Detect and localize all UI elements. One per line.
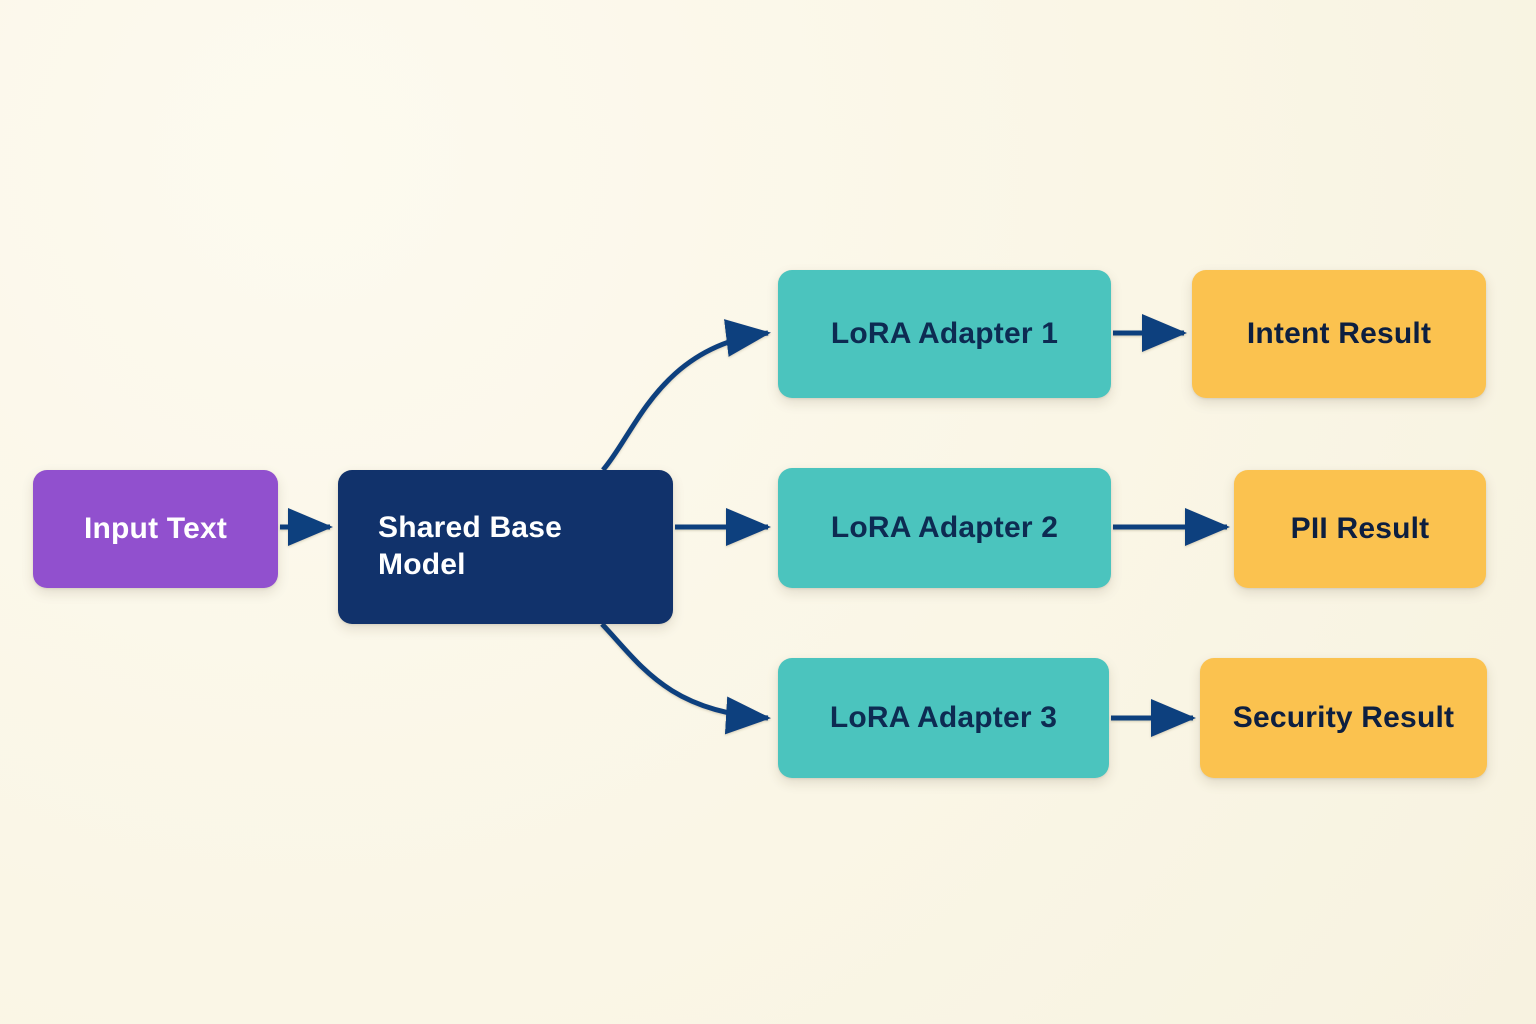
node-lora-adapter-1-label: LoRA Adapter 1	[830, 316, 1059, 350]
node-intent-result[interactable]: Intent Result	[1192, 270, 1486, 398]
node-pii-result[interactable]: PII Result	[1234, 470, 1486, 588]
node-lora-adapter-3[interactable]: LoRA Adapter 3	[778, 658, 1109, 778]
node-input-text-label: Input Text	[83, 511, 228, 545]
edge-base-to-adapter-1	[601, 319, 771, 472]
node-intent-result-label: Intent Result	[1246, 316, 1432, 350]
node-security-result[interactable]: Security Result	[1200, 658, 1487, 778]
node-lora-adapter-1[interactable]: LoRA Adapter 1	[778, 270, 1111, 398]
node-shared-base-model[interactable]: Shared Base Model	[338, 470, 673, 624]
node-lora-adapter-2[interactable]: LoRA Adapter 2	[778, 468, 1111, 588]
node-shared-base-model-label: Shared Base Model	[378, 511, 562, 581]
node-lora-adapter-2-label: LoRA Adapter 2	[830, 510, 1059, 544]
edge-base-to-adapter-3	[600, 622, 771, 735]
node-pii-result-label: PII Result	[1290, 511, 1430, 545]
node-input-text[interactable]: Input Text	[33, 470, 278, 588]
node-security-result-label: Security Result	[1232, 700, 1455, 734]
node-lora-adapter-3-label: LoRA Adapter 3	[829, 700, 1058, 734]
